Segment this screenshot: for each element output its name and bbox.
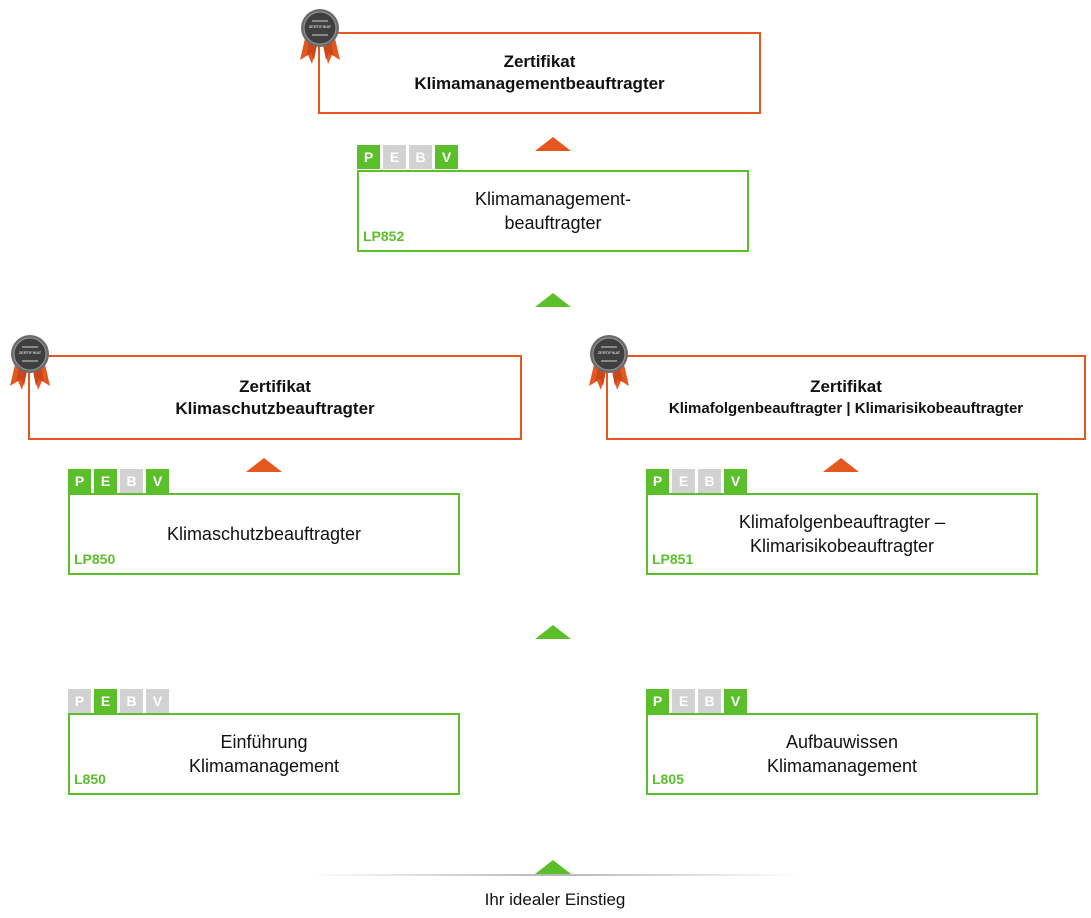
pebv-b: B [409,145,432,169]
pebv-v: V [724,469,747,493]
arrow-up-icon [535,293,571,307]
pebv-e: E [672,469,695,493]
pebv-e: E [383,145,406,169]
course-title-line1: Klimaschutzbeauftragter [166,524,362,544]
certificate-klimaschutz: Zertifikat Klimaschutzbeauftragter [28,355,522,440]
pebv-v: V [146,689,169,713]
course-l850[interactable]: Einführung Klimamanagement L850 [68,713,460,795]
course-code: L850 [74,771,106,787]
pebv-v: V [724,689,747,713]
pebv-e: E [94,469,117,493]
course-title-line2: Klimarisikobeauftragter [749,536,935,556]
pebv-b: B [120,689,143,713]
entry-divider [310,874,800,876]
certificate-title: Zertifikat [503,52,576,71]
course-code: LP852 [363,228,405,244]
certificate-name: Klimaschutzbeauftragter [175,398,375,418]
course-lp852[interactable]: Klimamanagement- beauftragter LP852 [357,170,749,252]
pebv-p: P [68,689,91,713]
course-title-line1: Klimamanagement- [474,189,632,209]
pebv-b: B [698,469,721,493]
certificate-badge-icon: ZERTIFIKAT [587,334,631,394]
certificate-badge-icon: ZERTIFIKAT [8,334,52,394]
course-title-line1: Einführung [220,732,308,752]
certificate-name: Klimamanagementbeauftragter [414,74,665,93]
course-title-line2: Klimamanagement [766,756,918,776]
pebv-v: V [435,145,458,169]
certificate-klimamanagement: Zertifikat Klimamanagementbeauftragter [318,32,761,114]
arrow-up-icon [246,458,282,472]
course-lp851[interactable]: Klimafolgenbeauftragter – Klimarisikobea… [646,493,1038,575]
pebv-v: V [146,469,169,493]
pebv-p: P [646,469,669,493]
certificate-name: Klimafolgenbeauftragter | Klimarisikobea… [668,399,1024,417]
entry-label: Ihr idealer Einstieg [484,890,626,909]
pebv-e: E [672,689,695,713]
pebv-b: B [120,469,143,493]
course-title-line2: Klimamanagement [188,756,340,776]
course-title-line2: beauftragter [504,213,602,233]
certificate-title: Zertifikat [810,376,882,396]
arrow-up-icon [535,860,571,874]
course-code: LP851 [652,551,694,567]
course-title-line1: Aufbauwissen [785,732,899,752]
pebv-indicator: P E B V [68,689,169,713]
course-code: L805 [652,771,684,787]
certificate-title: Zertifikat [239,376,311,396]
pebv-indicator: P E B V [68,469,169,493]
arrow-up-icon [535,625,571,639]
course-lp850[interactable]: Klimaschutzbeauftragter LP850 [68,493,460,575]
pebv-indicator: P E B V [646,689,747,713]
certificate-klimafolgen: Zertifikat Klimafolgenbeauftragter | Kli… [606,355,1086,440]
certificate-badge-icon: ZERTIFIKAT [298,8,342,68]
pebv-b: B [698,689,721,713]
arrow-up-icon [823,458,859,472]
pebv-indicator: P E B V [357,145,458,169]
course-title-line1: Klimafolgenbeauftragter – [738,512,946,532]
course-l805[interactable]: Aufbauwissen Klimamanagement L805 [646,713,1038,795]
pebv-e: E [94,689,117,713]
pebv-p: P [68,469,91,493]
pebv-p: P [357,145,380,169]
pebv-p: P [646,689,669,713]
arrow-up-icon [535,137,571,151]
pebv-indicator: P E B V [646,469,747,493]
course-code: LP850 [74,551,116,567]
